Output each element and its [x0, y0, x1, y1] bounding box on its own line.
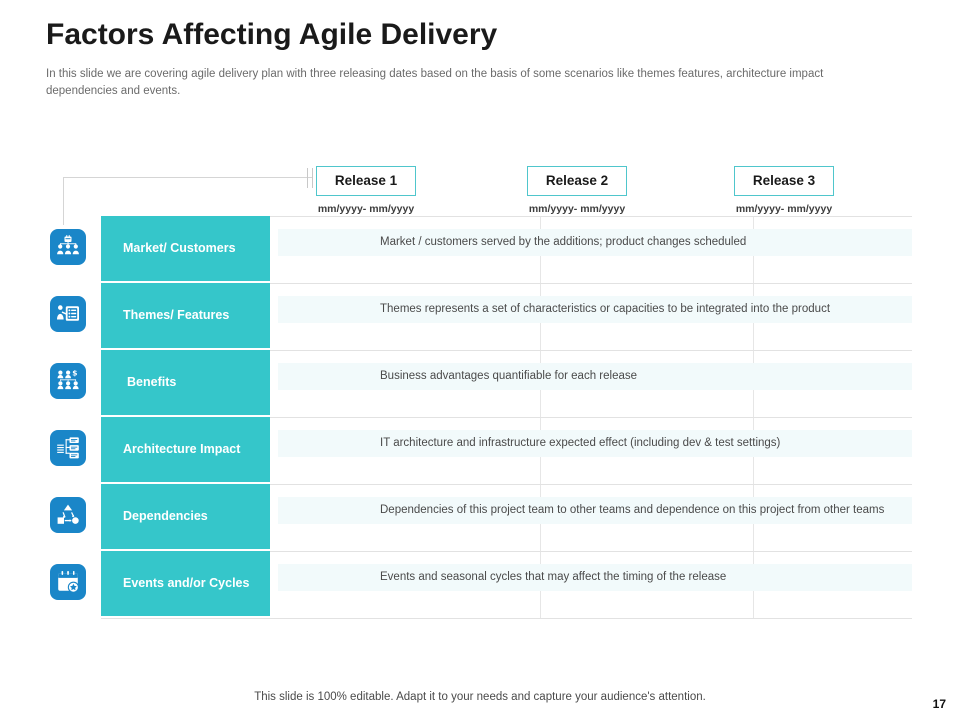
- row-label-dependencies: Dependencies: [101, 484, 270, 549]
- row-label-text: Events and/or Cycles: [123, 575, 250, 590]
- table-row[interactable]: Themes/ Features Themes represents a set…: [46, 283, 912, 351]
- row-label-text: Market/ Customers: [123, 240, 236, 255]
- benefits-icon: $: [50, 363, 86, 399]
- row-separator: [101, 483, 912, 485]
- row-separator: [101, 617, 912, 619]
- row-content-text: Dependencies of this project team to oth…: [380, 504, 885, 516]
- release-label-1[interactable]: Release 1: [315, 166, 417, 196]
- page-number: 17: [932, 697, 946, 711]
- column-divider-1: [540, 217, 541, 619]
- row-separator: [101, 349, 912, 351]
- events-cycles-icon: [50, 564, 86, 600]
- release-dates-1: mm/yyyy- mm/yyyy: [317, 203, 415, 215]
- row-content-events-cycles: Events and seasonal cycles that may affe…: [278, 564, 912, 591]
- timeline-connector: [63, 168, 313, 225]
- row-label-themes-features: Themes/ Features: [101, 283, 270, 348]
- row-separator: [101, 282, 912, 284]
- page-title: Factors Affecting Agile Delivery: [46, 18, 498, 51]
- row-separator: [101, 416, 912, 418]
- row-content-text: Events and seasonal cycles that may affe…: [380, 571, 727, 583]
- factors-matrix: Market/ Customers Market / customers ser…: [46, 216, 912, 619]
- matrix-gridlines: [101, 216, 912, 619]
- row-content-text: Market / customers served by the additio…: [380, 236, 747, 248]
- release-header-3[interactable]: Release 3 mm/yyyy- mm/yyyy: [703, 166, 865, 215]
- market-customers-icon: [50, 229, 86, 265]
- table-row[interactable]: Dependencies Dependencies of this projec…: [46, 484, 912, 552]
- row-content-text: Themes represents a set of characteristi…: [380, 303, 831, 315]
- dependencies-icon: [50, 497, 86, 533]
- table-row[interactable]: Architecture Impact IT architecture and …: [46, 417, 912, 485]
- release-dates-3: mm/yyyy- mm/yyyy: [735, 203, 833, 215]
- row-content-text: IT architecture and infrastructure expec…: [380, 437, 781, 449]
- row-content-text: Business advantages quantifiable for eac…: [380, 370, 638, 382]
- release-header-2[interactable]: Release 2 mm/yyyy- mm/yyyy: [496, 166, 658, 215]
- row-label-architecture-impact: Architecture Impact: [101, 417, 270, 482]
- row-separator: [101, 550, 912, 552]
- connector-end-cap: [312, 168, 313, 188]
- row-label-text: Themes/ Features: [123, 307, 230, 322]
- table-row[interactable]: $ Benefits Business advantages quantifia…: [46, 350, 912, 418]
- row-content-themes-features: Themes represents a set of characteristi…: [278, 296, 912, 323]
- table-row[interactable]: Market/ Customers Market / customers ser…: [46, 216, 912, 284]
- row-label-events-cycles: Events and/or Cycles: [101, 551, 270, 616]
- editable-note: This slide is 100% editable. Adapt it to…: [254, 691, 706, 703]
- release-label-2[interactable]: Release 2: [526, 166, 628, 196]
- column-divider-2: [753, 217, 754, 619]
- architecture-impact-icon: [50, 430, 86, 466]
- svg-text:$: $: [72, 369, 77, 378]
- connector-horizontal-line: [63, 177, 313, 178]
- row-content-architecture-impact: IT architecture and infrastructure expec…: [278, 430, 912, 457]
- row-label-text: Benefits: [127, 374, 177, 389]
- row-content-market-customers: Market / customers served by the additio…: [278, 229, 912, 256]
- connector-vertical-line: [63, 177, 64, 225]
- row-label-market-customers: Market/ Customers: [101, 216, 270, 281]
- row-label-text: Dependencies: [123, 508, 208, 523]
- page-subtitle: In this slide we are covering agile deli…: [46, 68, 824, 97]
- release-label-3[interactable]: Release 3: [733, 166, 835, 196]
- table-row[interactable]: Events and/or Cycles Events and seasonal…: [46, 551, 912, 619]
- row-content-dependencies: Dependencies of this project team to oth…: [278, 497, 912, 524]
- row-content-benefits: Business advantages quantifiable for eac…: [278, 363, 912, 390]
- themes-features-icon: [50, 296, 86, 332]
- release-header-1[interactable]: Release 1 mm/yyyy- mm/yyyy: [285, 166, 447, 215]
- connector-end-cap-secondary: [307, 168, 308, 188]
- row-label-text: Architecture Impact: [123, 441, 241, 456]
- row-label-benefits: Benefits: [101, 350, 270, 415]
- release-dates-2: mm/yyyy- mm/yyyy: [528, 203, 626, 215]
